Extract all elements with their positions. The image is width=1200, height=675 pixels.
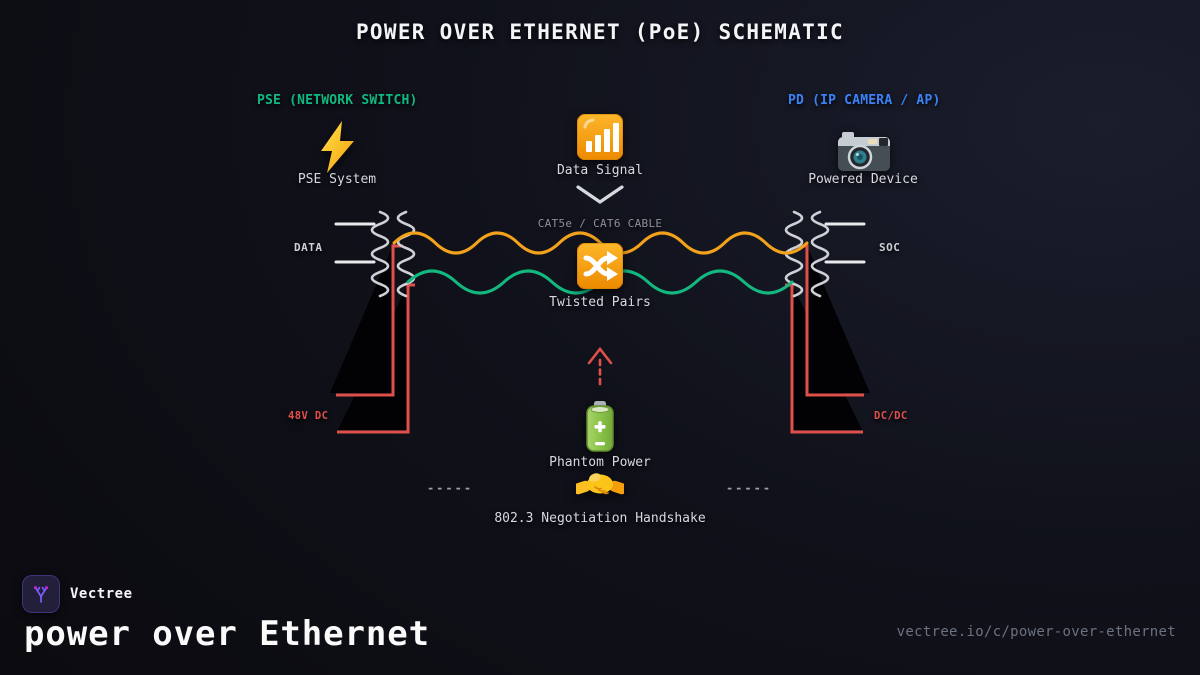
battery-icon	[585, 401, 615, 453]
page-title: POWER OVER ETHERNET (PoE) SCHEMATIC	[355, 20, 844, 44]
camera-icon	[838, 130, 890, 172]
pse-node-label: PSE System	[297, 172, 377, 187]
data-port-label: DATA	[294, 241, 323, 254]
data-signal-label: Data Signal	[556, 163, 644, 178]
handshake-left-dashes: -----	[426, 481, 474, 495]
vectree-logo-icon	[33, 586, 49, 603]
handshake-icon	[576, 463, 624, 501]
brand-name: Vectree	[70, 586, 133, 602]
handshake-label: 802.3 Negotiation Handshake	[494, 511, 706, 526]
twisted-pairs-label: Twisted Pairs	[549, 295, 651, 310]
phantom-power-label: Phantom Power	[549, 455, 651, 470]
signal-bars-icon	[577, 114, 623, 160]
shuffle-icon	[577, 243, 623, 289]
pse-voltage-label: 48V DC	[288, 410, 329, 422]
pse-section-header: PSE (NETWORK SWITCH)	[257, 93, 418, 108]
footer-url: vectree.io/c/power-over-ethernet	[896, 624, 1176, 640]
chevron-down-icon	[576, 185, 624, 204]
vectree-logo	[22, 575, 60, 613]
pd-section-header: PD (IP CAMERA / AP)	[788, 93, 941, 108]
lightning-bolt-icon	[314, 120, 360, 174]
soc-port-label: SOC	[879, 241, 901, 254]
power-up-arrow	[587, 346, 613, 386]
footer-topic-title: power over Ethernet	[24, 614, 431, 654]
cable-type-label: CAT5e / CAT6 CABLE	[537, 217, 663, 230]
pd-converter-label: DC/DC	[874, 410, 908, 422]
handshake-right-dashes: -----	[725, 481, 773, 495]
pd-node-label: Powered Device	[808, 172, 918, 187]
